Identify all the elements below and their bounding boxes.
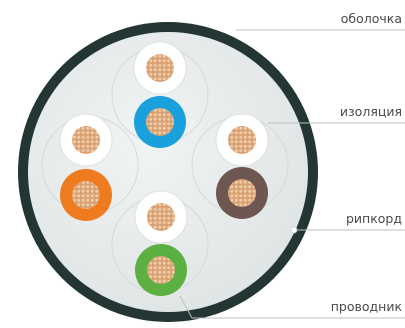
copper-conductor <box>228 179 256 207</box>
wire-white-orange-pair <box>59 113 113 167</box>
label-ripcord: рипкорд <box>346 211 402 226</box>
copper-conductor <box>72 126 100 154</box>
cable-sheath <box>18 22 318 322</box>
wire-orange <box>60 169 112 221</box>
wire-brown <box>216 167 268 219</box>
label-conductor: проводник <box>331 299 403 314</box>
copper-conductor <box>228 126 256 154</box>
leader-lines <box>179 29 405 319</box>
copper-conductor <box>147 256 175 284</box>
copper-conductor <box>72 181 100 209</box>
label-insulation: изоляция <box>340 104 402 119</box>
leader-line-conductor-diag <box>179 295 193 319</box>
copper-conductor <box>147 203 175 231</box>
wire-white-brown-pair <box>215 113 269 167</box>
wire-green <box>135 244 187 296</box>
wire-white-green-pair <box>134 190 188 244</box>
wire-white-blue-pair <box>133 41 187 95</box>
wire-blue <box>134 96 186 148</box>
label-sheath: оболочка <box>341 11 402 26</box>
wire-pair-blue <box>133 41 187 148</box>
copper-conductor <box>146 54 174 82</box>
wire-pair-orange <box>59 113 113 221</box>
cable-interior <box>28 32 308 312</box>
wire-pair-green <box>134 190 188 296</box>
wire-pair-brown <box>215 113 269 219</box>
copper-conductor <box>146 108 174 136</box>
